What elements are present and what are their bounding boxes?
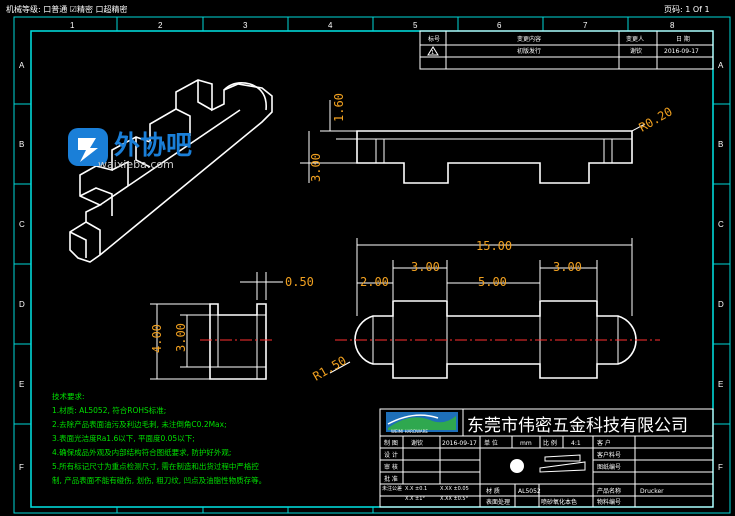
zone-top-1: 1 xyxy=(70,21,75,30)
watermark-brand: 外协吧 xyxy=(114,131,192,161)
tb-drawing-no-label: 图纸编号 xyxy=(597,463,621,471)
tb-customer-part-label: 客户料号 xyxy=(597,451,621,459)
notes-title: 技术要求: xyxy=(52,391,85,401)
rev-header-content: 变更内容 xyxy=(517,35,541,43)
zone-top-4: 4 xyxy=(328,21,333,30)
side-view: 3.00 1.60 R0.20 xyxy=(300,93,675,184)
company-logo-icon xyxy=(386,412,458,432)
dim-side-height: 3.00 xyxy=(309,153,323,182)
tb-scale-value: 4:1 xyxy=(571,440,581,447)
zone-left-f: F xyxy=(19,463,24,472)
tb-scale-label: 比 例 xyxy=(543,439,557,447)
tb-product-label: 产品名称 xyxy=(597,487,621,495)
rev-header-no: 标号 xyxy=(428,35,440,43)
notes-line-3: 3.表面光洁度Ra1.6以下, 平面度0.05以下; xyxy=(52,433,195,443)
tb-tolerance-label: 未注公差 xyxy=(382,485,402,492)
dim-middle: 5.00 xyxy=(478,275,507,289)
company-name: 东莞市伟密五金科技有限公司 xyxy=(467,416,688,436)
dim-end-inner: 3.00 xyxy=(174,323,188,352)
top-view: 15.00 2.00 3.00 5.00 3.00 R1.50 xyxy=(311,238,660,384)
watermark: 外协吧 waixieba.com xyxy=(68,128,192,171)
tb-material-label: 材 质 xyxy=(486,487,500,495)
tb-drawn-name: 谢钦 xyxy=(411,439,423,447)
notes-line-5: 5.所有标记尺寸为重点检测尺寸, 需在制造和出货过程中严格控 xyxy=(52,461,259,471)
tb-tol-4: X.XX ±0.5° xyxy=(440,496,469,502)
tb-tol-2: X.XX ±0.05 xyxy=(440,486,469,492)
zone-top-7: 7 xyxy=(583,21,588,30)
tb-design-label: 设 计 xyxy=(384,451,398,459)
tb-material-value: AL5052 xyxy=(518,488,541,495)
zone-top-2: 2 xyxy=(158,21,163,30)
tb-finish-label: 表面处理 xyxy=(486,498,510,506)
zone-left-a: A xyxy=(19,61,25,70)
watermark-url: waixieba.com xyxy=(98,158,174,171)
tb-unit-value: mm xyxy=(520,440,532,447)
tb-drawn-label: 制 图 xyxy=(384,439,398,447)
rev-row-no: 1 xyxy=(431,50,434,56)
rev-header-date: 日 期 xyxy=(676,35,690,43)
dim-end-outer: 4.00 xyxy=(150,324,164,353)
zone-right-a: A xyxy=(718,61,724,70)
dim-corner-radius: R0.20 xyxy=(637,104,675,134)
tb-review-label: 审 核 xyxy=(384,463,398,471)
zone-top-6: 6 xyxy=(497,21,502,30)
zone-top-5: 5 xyxy=(413,21,418,30)
part-thumbnail-icon xyxy=(510,454,586,473)
zone-left-c: C xyxy=(19,220,25,229)
tb-approve-label: 批 准 xyxy=(384,475,398,483)
title-block: WEIMI HARDWARE 东莞市伟密五金科技有限公司 制 图 谢钦 2016… xyxy=(379,408,714,508)
notes-line-2: 2.去除产品表面油污及利边毛刺, 未注倒角C0.2Max; xyxy=(52,419,227,429)
dim-flange: 0.50 xyxy=(285,275,314,289)
rev-row-content: 初版发行 xyxy=(517,47,541,55)
zone-right-b: B xyxy=(718,140,723,149)
isometric-view xyxy=(69,79,273,263)
revision-table: 标号 变更内容 变更人 日 期 1 初版发行 谢钦 2016-09-17 xyxy=(419,30,714,70)
header-page: 页码: 1 Of 1 xyxy=(664,5,710,14)
logo-text: WEIMI HARDWARE xyxy=(391,429,428,434)
rev-row-person: 谢钦 xyxy=(630,47,642,55)
zone-right-d: D xyxy=(718,300,724,309)
dim-left-end: 2.00 xyxy=(360,275,389,289)
outer-frame xyxy=(13,16,731,514)
zone-top-8: 8 xyxy=(670,21,675,30)
dim-right-block: 3.00 xyxy=(553,260,582,274)
rev-row-date: 2016-09-17 xyxy=(664,48,699,55)
tb-tol-1: X.X ±0.1 xyxy=(405,486,427,492)
header-grade: 机械等级: 口普通 ☑精密 口超精密 xyxy=(6,4,128,14)
tb-tol-3: X.X ±1° xyxy=(405,496,425,502)
zone-right-e: E xyxy=(718,380,723,389)
notes-line-4: 4.确保成品外观及内部结构符合图纸要求, 防护好外观; xyxy=(52,447,231,457)
notes-line-6: 制, 产品表面不能有碰伤, 划伤, 粗刀纹, 凹点及油脂性物质存等。 xyxy=(52,475,266,485)
inner-frame xyxy=(30,30,714,508)
zone-left-e: E xyxy=(19,380,24,389)
zone-left-d: D xyxy=(19,300,25,309)
tb-unit-label: 单 位 xyxy=(484,439,498,447)
tb-product-value: Drucker xyxy=(640,488,664,495)
dim-end-radius: R1.50 xyxy=(311,353,349,383)
notes-line-1: 1.材质: AL5052, 符合ROHS标准; xyxy=(52,405,166,415)
tb-customer-label: 客 户 xyxy=(597,439,611,447)
tb-finish-value: 喷砂氧化本色 xyxy=(541,498,577,506)
dim-side-step: 1.60 xyxy=(332,93,346,122)
rev-header-person: 变更人 xyxy=(626,35,644,43)
tb-drawn-date: 2016-09-17 xyxy=(442,440,477,447)
zone-right-f: F xyxy=(718,463,723,472)
end-view: 4.00 3.00 0.50 xyxy=(150,272,314,380)
technical-notes: 技术要求: 1.材质: AL5052, 符合ROHS标准; 2.去除产品表面油污… xyxy=(52,391,266,485)
tb-material-no-label: 物料编号 xyxy=(597,498,621,506)
zone-ticks xyxy=(14,17,730,513)
zone-top-3: 3 xyxy=(243,21,248,30)
zone-left-b: B xyxy=(19,140,24,149)
dim-left-block: 3.00 xyxy=(411,260,440,274)
zone-right-c: C xyxy=(718,220,724,229)
revision-triangle-icon xyxy=(427,46,439,56)
dim-overall-length: 15.00 xyxy=(476,239,512,253)
